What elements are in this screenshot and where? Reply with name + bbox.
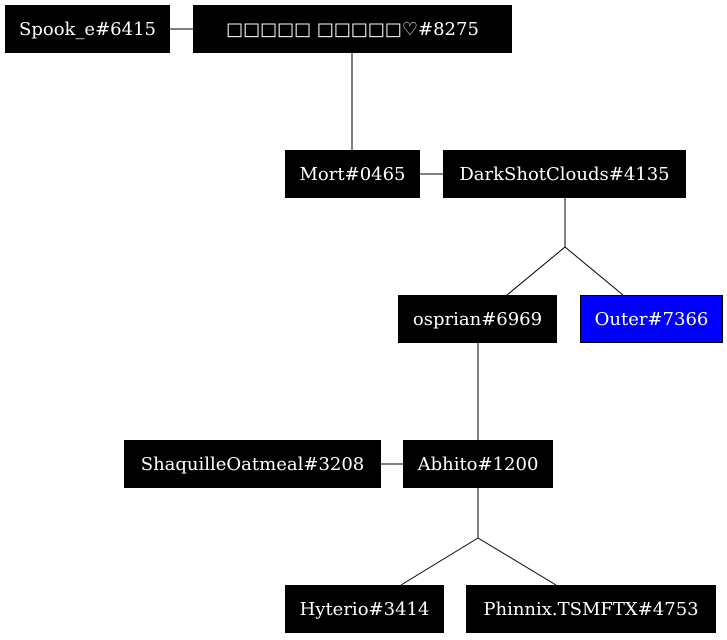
child-line-hyterio [400, 537, 479, 586]
node-label: osprian#6969 [412, 308, 543, 330]
node-mort: Mort#0465 [285, 150, 420, 198]
child-line-outer [564, 246, 624, 296]
child-line-phinnix [477, 537, 557, 586]
node-phinnix: Phinnix.TSMFTX#4753 [466, 585, 716, 633]
node-label: Hyterio#3414 [299, 598, 430, 620]
child-line-osprian [506, 246, 566, 296]
node-boxes-8275: □□□□□ □□□□□♡#8275 [193, 5, 512, 53]
node-label: Spook_e#6415 [19, 18, 156, 40]
node-abhito: Abhito#1200 [403, 440, 553, 488]
node-osprian: osprian#6969 [398, 295, 557, 343]
node-label: DarkShotClouds#4135 [459, 163, 670, 185]
node-shaquilleoatmeal: ShaquilleOatmeal#3208 [124, 440, 381, 488]
node-label: □□□□□ □□□□□♡#8275 [226, 18, 479, 40]
node-label: Outer#7366 [594, 308, 709, 330]
node-darkshotclouds: DarkShotClouds#4135 [443, 150, 686, 198]
node-label: Abhito#1200 [417, 453, 539, 475]
node-hyterio: Hyterio#3414 [285, 585, 444, 633]
node-label: ShaquilleOatmeal#3208 [140, 453, 365, 475]
node-label: Phinnix.TSMFTX#4753 [483, 598, 699, 620]
node-outer: Outer#7366 [580, 295, 723, 343]
node-spook-e: Spook_e#6415 [5, 5, 170, 53]
node-label: Mort#0465 [299, 163, 406, 185]
